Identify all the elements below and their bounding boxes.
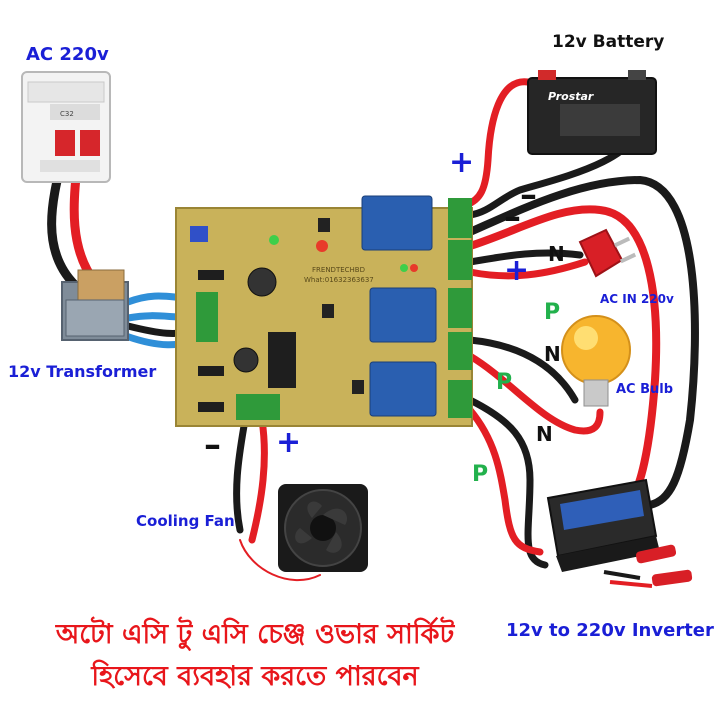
inverter-icon [546, 478, 693, 588]
battery-icon: Prostar [527, 70, 657, 155]
board-text-brand: FRENDTECHBD [312, 266, 365, 274]
wire-acin-red [466, 258, 589, 280]
plug-icon [578, 228, 637, 278]
fan-icon [278, 484, 368, 572]
caption-line-1: অটো এসি টু এসি চেঞ্জ ওভার সার্কিট [55, 619, 455, 650]
symbol-bulb-neutral: N [544, 342, 561, 366]
label-fan: Cooling Fan [136, 512, 235, 530]
wire-acin-black [466, 249, 584, 266]
label-inverter: 12v to 220v Inverter [506, 620, 714, 641]
pcb-icon: FRENDTECHBD What:01632363637 [175, 195, 473, 427]
wire-fan-red [248, 416, 268, 544]
board-text-contact: What:01632363637 [304, 276, 374, 284]
symbol-battery-minus-1: – [520, 175, 537, 215]
wire-bulb-red [466, 352, 604, 435]
breaker-icon: C32 [21, 71, 111, 183]
label-battery: 12v Battery [552, 32, 665, 52]
symbol-inverter-plus: + [504, 253, 530, 288]
label-bulb: AC Bulb [616, 382, 674, 397]
symbol-inverter-phase: P [472, 462, 489, 487]
bulb-icon [561, 315, 631, 407]
symbol-fan-minus: – [204, 425, 221, 465]
wire-fan-black [233, 416, 249, 534]
symbol-fan-plus: + [276, 425, 302, 460]
symbol-acin-phase: P [544, 300, 561, 325]
label-transformer: 12v Transformer [8, 362, 157, 381]
caption-line-2: হিসেবে ব্যবহার করতে পারবেন [91, 661, 419, 692]
symbol-battery-plus: + [449, 145, 475, 180]
wire-inverter-red-loop [466, 205, 661, 504]
wires [47, 78, 699, 581]
wire-battery-red [462, 78, 532, 209]
battery-brand: Prostar [548, 90, 594, 103]
symbol-acin-neutral: N [548, 242, 565, 266]
wire-bulb-black [466, 336, 579, 404]
wire-fan-lead [239, 539, 321, 581]
symbol-battery-minus-2: – [504, 197, 521, 237]
wire-inverter-out-red [466, 406, 544, 556]
label-ac-source: AC 220v [26, 44, 109, 65]
symbol-bulb-phase: P [496, 370, 513, 395]
transformer-icon [61, 269, 129, 341]
wire-inverter-black-loop [466, 176, 699, 509]
label-ac-in: AC IN 220v [600, 292, 674, 306]
breaker-mark: C32 [60, 110, 74, 118]
symbol-inverter-neutral: N [536, 422, 553, 446]
